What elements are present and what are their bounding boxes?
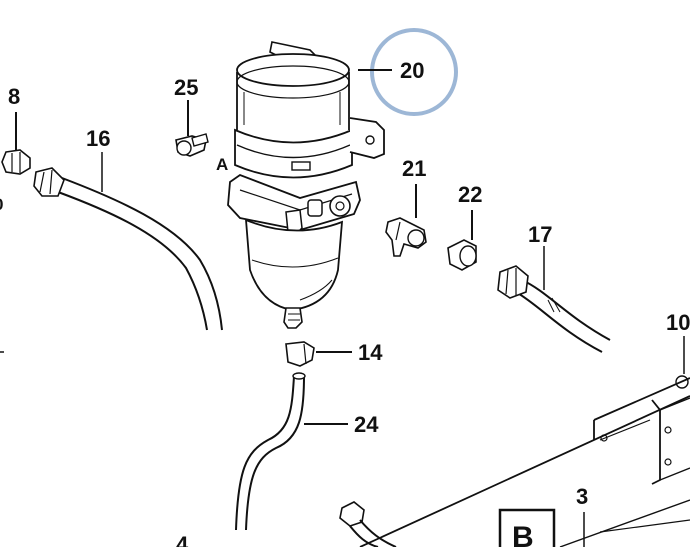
label-10: 10: [666, 310, 690, 335]
label-17: 17: [528, 222, 552, 247]
label-a: A: [216, 155, 228, 174]
hose-24: [235, 372, 306, 531]
label-24: 24: [354, 412, 379, 437]
label-20: 20: [400, 58, 424, 83]
highlight-circle: [370, 28, 458, 116]
hose-17: [497, 265, 611, 353]
label-4: 4: [176, 532, 189, 547]
label-22: 22: [458, 182, 482, 207]
fuel-filter-20: [227, 41, 385, 329]
label-8: 8: [8, 84, 20, 109]
frame-rail: [359, 377, 690, 547]
clamp-14: [285, 341, 315, 367]
label-14: 14: [358, 340, 383, 365]
view-b-box: [498, 508, 556, 547]
lower-hose: [339, 501, 397, 547]
label-25: 25: [174, 75, 198, 100]
partial-label-left: 0: [0, 195, 3, 214]
label-21: 21: [402, 156, 426, 181]
label-b: B: [512, 521, 534, 547]
plug-22: [447, 210, 477, 271]
hose-16: [33, 167, 223, 331]
label-3: 3: [576, 484, 588, 509]
valve-21: [385, 184, 427, 257]
label-16: 16: [86, 126, 110, 151]
bolt-25: [175, 100, 209, 157]
fitting-8: 0: [0, 112, 31, 214]
